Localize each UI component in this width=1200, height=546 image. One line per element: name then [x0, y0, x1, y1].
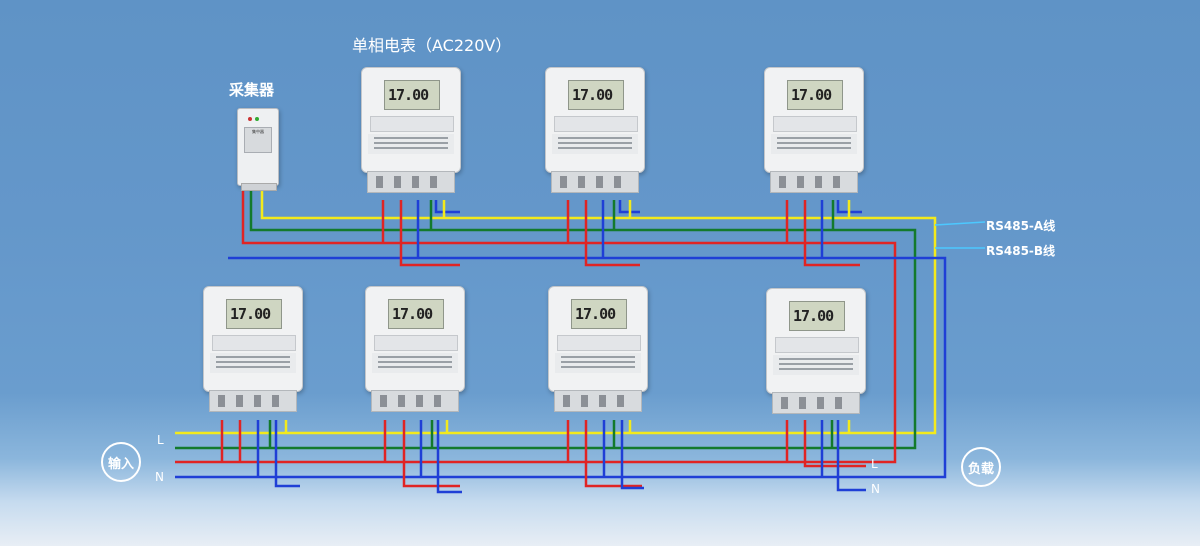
- meter-nameplate: [555, 353, 641, 373]
- meter-label: [773, 116, 857, 132]
- status-led: [255, 117, 259, 121]
- meter-lcd: [789, 301, 845, 331]
- meter-nameplate: [368, 134, 454, 154]
- meter-label: [775, 337, 859, 353]
- meter-terminal: [371, 390, 459, 412]
- rs485-a-pointer: [934, 221, 986, 226]
- input-line-n: N: [155, 470, 164, 484]
- meter-lcd: [787, 80, 843, 110]
- drop: [402, 420, 460, 488]
- drop: [803, 200, 860, 267]
- meter-reading: 17.00: [575, 305, 616, 323]
- meter-terminal: [772, 392, 860, 414]
- meter-label: [374, 335, 458, 351]
- rs485-b-bus: [175, 185, 917, 450]
- meter-reading: 17.00: [388, 86, 429, 104]
- meter: 17.00: [365, 286, 465, 412]
- meter-reading: 17.00: [572, 86, 613, 104]
- meter-body: 17.00: [548, 286, 648, 392]
- meter-terminal: [367, 171, 455, 193]
- collector-device: 集中器: [237, 108, 279, 191]
- meter-reading: 17.00: [793, 307, 834, 325]
- live-line-upper: [175, 185, 897, 464]
- meter: 17.00: [545, 67, 645, 193]
- meter-terminal: [551, 171, 639, 193]
- input-badge: 输入: [101, 442, 141, 482]
- meter-title: 单相电表（AC220V）: [352, 36, 512, 55]
- drop: [836, 200, 862, 214]
- meter-label: [370, 116, 454, 132]
- drop: [584, 200, 640, 267]
- meter-reading: 17.00: [392, 305, 433, 323]
- meter-body: 17.00: [766, 288, 866, 394]
- drop: [274, 420, 300, 488]
- meter-nameplate: [771, 134, 857, 154]
- meter-lcd: [388, 299, 444, 329]
- meter-nameplate: [210, 353, 296, 373]
- rs485-a-bus: [175, 185, 937, 435]
- meter-nameplate: [372, 353, 458, 373]
- meter-lcd: [571, 299, 627, 329]
- meter-body: 17.00: [545, 67, 645, 173]
- meter-lcd: [568, 80, 624, 110]
- load-line-n: N: [871, 482, 880, 496]
- meter: 17.00: [764, 67, 864, 193]
- drop: [436, 420, 462, 494]
- collector-terminal: [241, 183, 277, 191]
- meter-reading: 17.00: [230, 305, 271, 323]
- meter-body: 17.00: [764, 67, 864, 173]
- collector-panel: 集中器: [244, 127, 272, 153]
- load-line-l: L: [871, 457, 878, 471]
- drop: [620, 420, 644, 490]
- status-led: [248, 117, 252, 121]
- meter-label: [554, 116, 638, 132]
- rs485-a-label: RS485-A线: [986, 219, 1056, 233]
- meter-nameplate: [552, 134, 638, 154]
- rs485-b-label: RS485-B线: [986, 244, 1056, 258]
- drop: [399, 200, 460, 267]
- meter-body: 17.00: [361, 67, 461, 173]
- meter: 17.00: [203, 286, 303, 412]
- meter-terminal: [770, 171, 858, 193]
- load-badge: 负载: [961, 447, 1001, 487]
- collector-title: 采集器: [229, 81, 275, 99]
- input-line-l: L: [157, 433, 164, 447]
- meter-nameplate: [773, 355, 859, 375]
- drop: [836, 420, 866, 492]
- meter-body: 17.00: [203, 286, 303, 392]
- meter-body: 17.00: [365, 286, 465, 392]
- meter-lcd: [226, 299, 282, 329]
- meter-label: [557, 335, 641, 351]
- drop: [803, 420, 866, 468]
- drop: [584, 420, 642, 488]
- drop: [434, 200, 460, 214]
- drop: [618, 200, 640, 214]
- meter: 17.00: [361, 67, 461, 193]
- meter: 17.00: [548, 286, 648, 412]
- meter-terminal: [209, 390, 297, 412]
- meter-terminal: [554, 390, 642, 412]
- meter-label: [212, 335, 296, 351]
- meter: 17.00: [766, 288, 866, 414]
- meter-lcd: [384, 80, 440, 110]
- meter-reading: 17.00: [791, 86, 832, 104]
